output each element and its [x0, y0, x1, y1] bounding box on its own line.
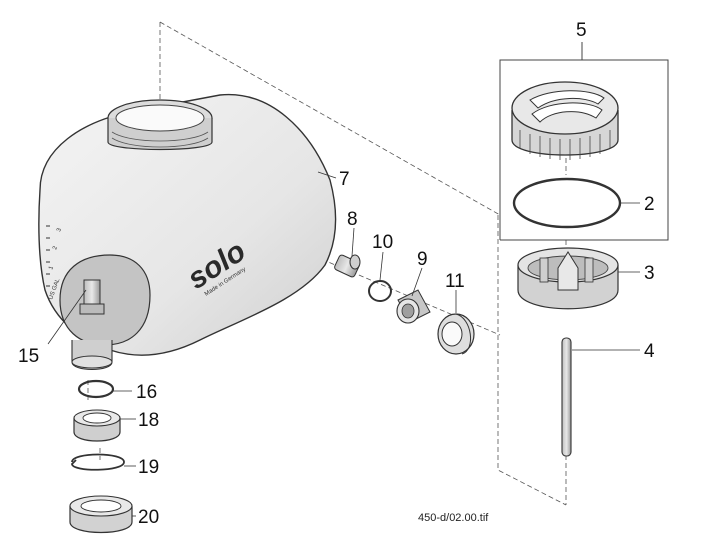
part-4-tube — [561, 337, 572, 457]
callout-8: 8 — [347, 209, 358, 230]
callout-10: 10 — [372, 232, 393, 253]
callout-16: 16 — [136, 382, 157, 403]
callout-4: 4 — [644, 341, 655, 362]
part-18-bushing — [73, 409, 121, 442]
callout-3: 3 — [644, 263, 655, 284]
part-10-o-ring — [368, 280, 392, 302]
part-20-nut — [69, 495, 133, 534]
part-5-cap — [511, 81, 619, 160]
callout-19: 19 — [138, 457, 159, 478]
leader-lines — [47, 171, 640, 517]
callout-5: 5 — [576, 20, 587, 41]
part-2-seal-ring — [512, 177, 622, 229]
part-3-strainer — [517, 247, 619, 310]
callout-11: 11 — [445, 271, 465, 292]
part-19-clip — [71, 453, 125, 471]
gauge-mark-2: 2 — [52, 245, 59, 251]
callout-15: 15 — [18, 346, 39, 367]
gauge-mark-3: 3 — [56, 227, 63, 233]
callout-20: 20 — [138, 507, 159, 528]
part-5-bracket — [499, 59, 669, 241]
part-9-valve — [396, 289, 431, 324]
file-reference: 450-d/02.00.tif — [418, 512, 489, 524]
callout-18: 18 — [138, 410, 159, 431]
part-8-fitting — [334, 254, 361, 278]
part-11-nut — [437, 313, 475, 355]
tank — [38, 93, 337, 371]
callout-7: 7 — [339, 169, 350, 190]
gauge-mark-1: 1 — [48, 265, 55, 271]
callout-2: 2 — [644, 194, 655, 215]
callout-9: 9 — [417, 249, 428, 270]
part-16-o-ring — [77, 379, 115, 399]
